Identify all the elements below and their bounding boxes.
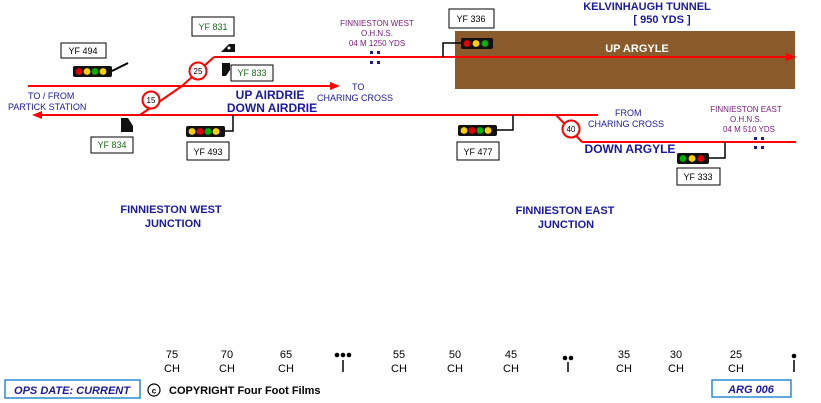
copyright-text: COPYRIGHT Four Foot Films bbox=[169, 385, 321, 397]
signal-yf831: YF 831 bbox=[191, 16, 235, 52]
milepost-unit: CH bbox=[503, 363, 519, 375]
milepost-num: 75 bbox=[166, 349, 178, 361]
milepost-unit: CH bbox=[391, 363, 407, 375]
signal-yf834-label: YF 834 bbox=[97, 140, 126, 150]
ref-box bbox=[711, 379, 792, 398]
milepost-unit: CH bbox=[278, 363, 294, 375]
ohns-west-line-1: FINNIESTON WEST bbox=[340, 19, 414, 28]
speed-25-label: 25 bbox=[194, 67, 203, 76]
speed-15-label: 15 bbox=[147, 96, 156, 105]
signal-yf336: YF 336 bbox=[442, 8, 495, 57]
up-argyle-arrow bbox=[786, 53, 796, 61]
mile-marker-1 bbox=[791, 353, 797, 372]
milepost-num: 65 bbox=[280, 349, 292, 361]
signal-yf336-label: YF 336 bbox=[456, 14, 485, 24]
from-cc-label-1: FROM bbox=[615, 108, 642, 118]
milepost-num: 50 bbox=[449, 349, 461, 361]
milepost-num: 35 bbox=[618, 349, 630, 361]
speed-40: 40 bbox=[561, 119, 581, 139]
from-cc-label-2: CHARING CROSS bbox=[588, 119, 664, 129]
speed-25: 25 bbox=[188, 61, 208, 81]
mile-marker-4 bbox=[334, 352, 352, 372]
milepost-unit: CH bbox=[728, 363, 744, 375]
ops-date-box bbox=[4, 379, 141, 399]
signal-yf494: YF 494 bbox=[60, 42, 129, 77]
crossover-lower bbox=[139, 85, 183, 116]
speed-40-label: 40 bbox=[567, 125, 576, 134]
signal-yf834: YF 834 bbox=[90, 118, 134, 154]
speed-15: 15 bbox=[141, 90, 161, 110]
up-airdrie-arrow bbox=[330, 82, 340, 90]
signal-yf833-label: YF 833 bbox=[237, 68, 266, 78]
partick-label-2: PARTICK STATION bbox=[8, 102, 86, 112]
signal-yf477-label: YF 477 bbox=[463, 147, 492, 157]
junction-west-line-2: JUNCTION bbox=[145, 218, 201, 230]
down-airdrie-label: DOWN AIRDRIE bbox=[227, 101, 317, 115]
tunnel-name: KELVINHAUGH TUNNEL bbox=[583, 1, 711, 13]
milepost-num: 70 bbox=[221, 349, 233, 361]
signal-yf333-label: YF 333 bbox=[683, 172, 712, 182]
junction-west-line-1: FINNIESTON WEST bbox=[120, 204, 222, 216]
up-argyle-label: UP ARGYLE bbox=[605, 43, 669, 55]
milepost-num: 45 bbox=[505, 349, 517, 361]
kelvinhaugh-tunnel bbox=[455, 31, 795, 89]
milepost-num: 55 bbox=[393, 349, 405, 361]
milepost-scale: 75 CH 70 CH 65 CH 55 CH 50 CH 45 CH 35 C… bbox=[164, 349, 744, 375]
down-airdrie-arrow bbox=[32, 111, 42, 119]
ohns-east-line-3: 04 M 510 YDS bbox=[723, 125, 775, 134]
ohns-west-line-3: 04 M 1250 YDS bbox=[349, 39, 405, 48]
junction-east-line-2: JUNCTION bbox=[538, 219, 594, 231]
signal-yf333: YF 333 bbox=[676, 142, 726, 186]
milepost-unit: CH bbox=[616, 363, 632, 375]
milepost-unit: CH bbox=[668, 363, 684, 375]
to-cc-label-1: TO bbox=[352, 82, 364, 92]
up-airdrie-label: UP AIRDRIE bbox=[236, 88, 305, 102]
signal-yf493: YF 493 bbox=[186, 115, 234, 161]
ohns-east-line-1: FINNIESTON EAST bbox=[710, 105, 782, 114]
ops-date-label: OPS DATE: CURRENT bbox=[14, 385, 131, 397]
down-argyle-label: DOWN ARGYLE bbox=[585, 142, 676, 156]
to-cc-label-2: CHARING CROSS bbox=[317, 93, 393, 103]
signal-yf833: YF 833 bbox=[222, 63, 274, 82]
partick-label-1: TO / FROM bbox=[28, 91, 74, 101]
signal-yf477: YF 477 bbox=[456, 115, 514, 161]
signal-yf493-label: YF 493 bbox=[193, 147, 222, 157]
ohns-east-line-2: O.H.N.S. bbox=[730, 115, 762, 124]
milepost-unit: CH bbox=[447, 363, 463, 375]
tracks bbox=[28, 53, 796, 143]
milepost-unit: CH bbox=[164, 363, 180, 375]
signal-yf494-label: YF 494 bbox=[68, 46, 97, 56]
milepost-num: 30 bbox=[670, 349, 682, 361]
mile-marker-2 bbox=[562, 355, 574, 372]
signal-yf831-label: YF 831 bbox=[198, 22, 227, 32]
tunnel-length: [ 950 YDS ] bbox=[633, 14, 691, 26]
copyright-icon bbox=[147, 383, 161, 397]
junction-east-line-1: FINNIESTON EAST bbox=[516, 205, 615, 217]
ohns-west-marker bbox=[370, 51, 380, 64]
milepost-num: 25 bbox=[730, 349, 742, 361]
ref-label: ARG 006 bbox=[727, 384, 775, 396]
ohns-west-line-2: O.H.N.S. bbox=[361, 29, 393, 38]
ohns-east-marker bbox=[754, 137, 764, 149]
milepost-unit: CH bbox=[219, 363, 235, 375]
copyright-c: c bbox=[152, 387, 157, 396]
